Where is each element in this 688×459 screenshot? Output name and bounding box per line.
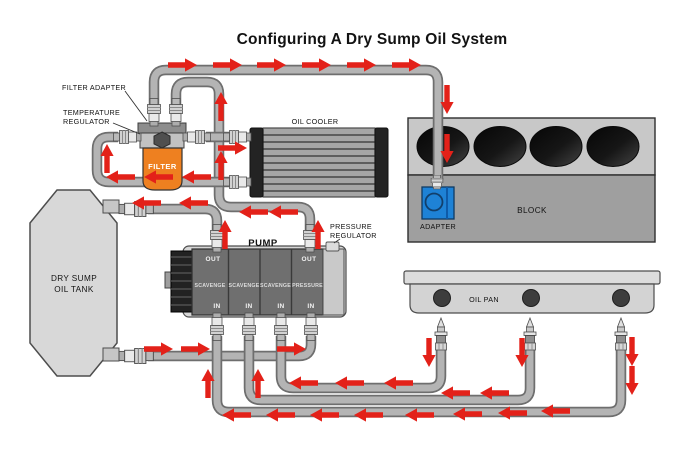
- oil-cooler: [249, 127, 389, 198]
- cylinder-bore: [473, 126, 527, 167]
- pump-end-cap: [322, 248, 345, 316]
- pump-in-label-4: IN: [307, 303, 314, 310]
- hose-filter-to-block: [150, 66, 442, 180]
- block-adapter-label: ADAPTER: [420, 222, 456, 231]
- tank-label-line1: DRY SUMP: [51, 274, 97, 283]
- pump-in-label-2: IN: [245, 303, 252, 310]
- oil-pan-pickup-3: [614, 317, 628, 351]
- filter-assembly: [137, 122, 187, 191]
- oil-pan-drain: [522, 289, 540, 307]
- hose-cooler-bottom-to-adapter-left: [93, 133, 240, 186]
- filter-adapter-label: FILTER ADAPTER: [62, 83, 126, 92]
- hose-scavenge2-to-pickup2: [245, 336, 534, 404]
- hose-scavenge-out-to-tank: [148, 205, 221, 230]
- oil-pan-drain: [612, 289, 630, 307]
- oil-pan-label: OIL PAN: [469, 295, 499, 304]
- filter-adapter-hex-nut: [153, 131, 171, 149]
- hose-tank-to-pressure-in: [148, 336, 315, 360]
- pressure-regulator-label-line1: PRESSURE: [330, 222, 372, 231]
- pressure-regulator-label-line2: REGULATOR: [330, 231, 377, 240]
- oil-pan-pickup-2: [523, 317, 537, 351]
- block-label: BLOCK: [517, 206, 547, 215]
- temperature-regulator-leader-line: [112, 122, 141, 135]
- flow-arrow-icon: [422, 338, 436, 367]
- pump-out-label-1: OUT: [206, 256, 221, 263]
- engine-block: [407, 117, 656, 243]
- labels: Configuring A Dry Sump Oil System FILTER…: [51, 31, 547, 310]
- pressure-regulator: [325, 241, 340, 252]
- hose-pressure-out-to-filter-adapter: [172, 78, 314, 230]
- hose-scavenge3-to-pickup1: [277, 336, 445, 392]
- oil-pan: [403, 270, 661, 314]
- cylinder-bore: [586, 126, 640, 167]
- pump-section-label-1: SCAVENGE: [195, 283, 226, 289]
- pump-section-label-4: PRESSURE: [292, 283, 323, 289]
- oil-cooler-label: OIL COOLER: [292, 117, 339, 126]
- temperature-regulator-label-line2: REGULATOR: [63, 117, 110, 126]
- pump-body: [191, 248, 324, 316]
- pump-in-label-1: IN: [213, 303, 220, 310]
- flow-arrow-icon: [625, 366, 639, 395]
- pump-assembly: [164, 241, 347, 318]
- pump-out-label-2: OUT: [302, 256, 317, 263]
- flow-arrow-icon: [625, 337, 639, 366]
- filter-adapter-leader-line: [124, 90, 148, 122]
- tank-label-line2: OIL TANK: [54, 285, 94, 294]
- pump-section-label-2: SCAVENGE: [229, 283, 260, 289]
- filter-label: FILTER: [148, 162, 177, 171]
- block-adapter: [421, 186, 455, 220]
- flow-arrow-icon: [100, 144, 114, 173]
- oil-pan-pickup-1: [434, 317, 448, 351]
- pump-in-label-3: IN: [277, 303, 284, 310]
- temperature-regulator-label-line1: TEMPERATURE: [63, 108, 120, 117]
- pump-label: PUMP: [248, 238, 278, 249]
- pump-section-label-3: SCAVENGE: [260, 283, 291, 289]
- pressure-regulator-leader-line: [333, 238, 341, 244]
- diagram-title: Configuring A Dry Sump Oil System: [237, 31, 508, 48]
- oil-pan-drain: [433, 289, 451, 307]
- hose-scavenge1-to-pickup3: [213, 336, 625, 416]
- hoses: [91, 64, 627, 418]
- cylinder-bore: [529, 126, 583, 167]
- dry-sump-tank: [29, 189, 120, 377]
